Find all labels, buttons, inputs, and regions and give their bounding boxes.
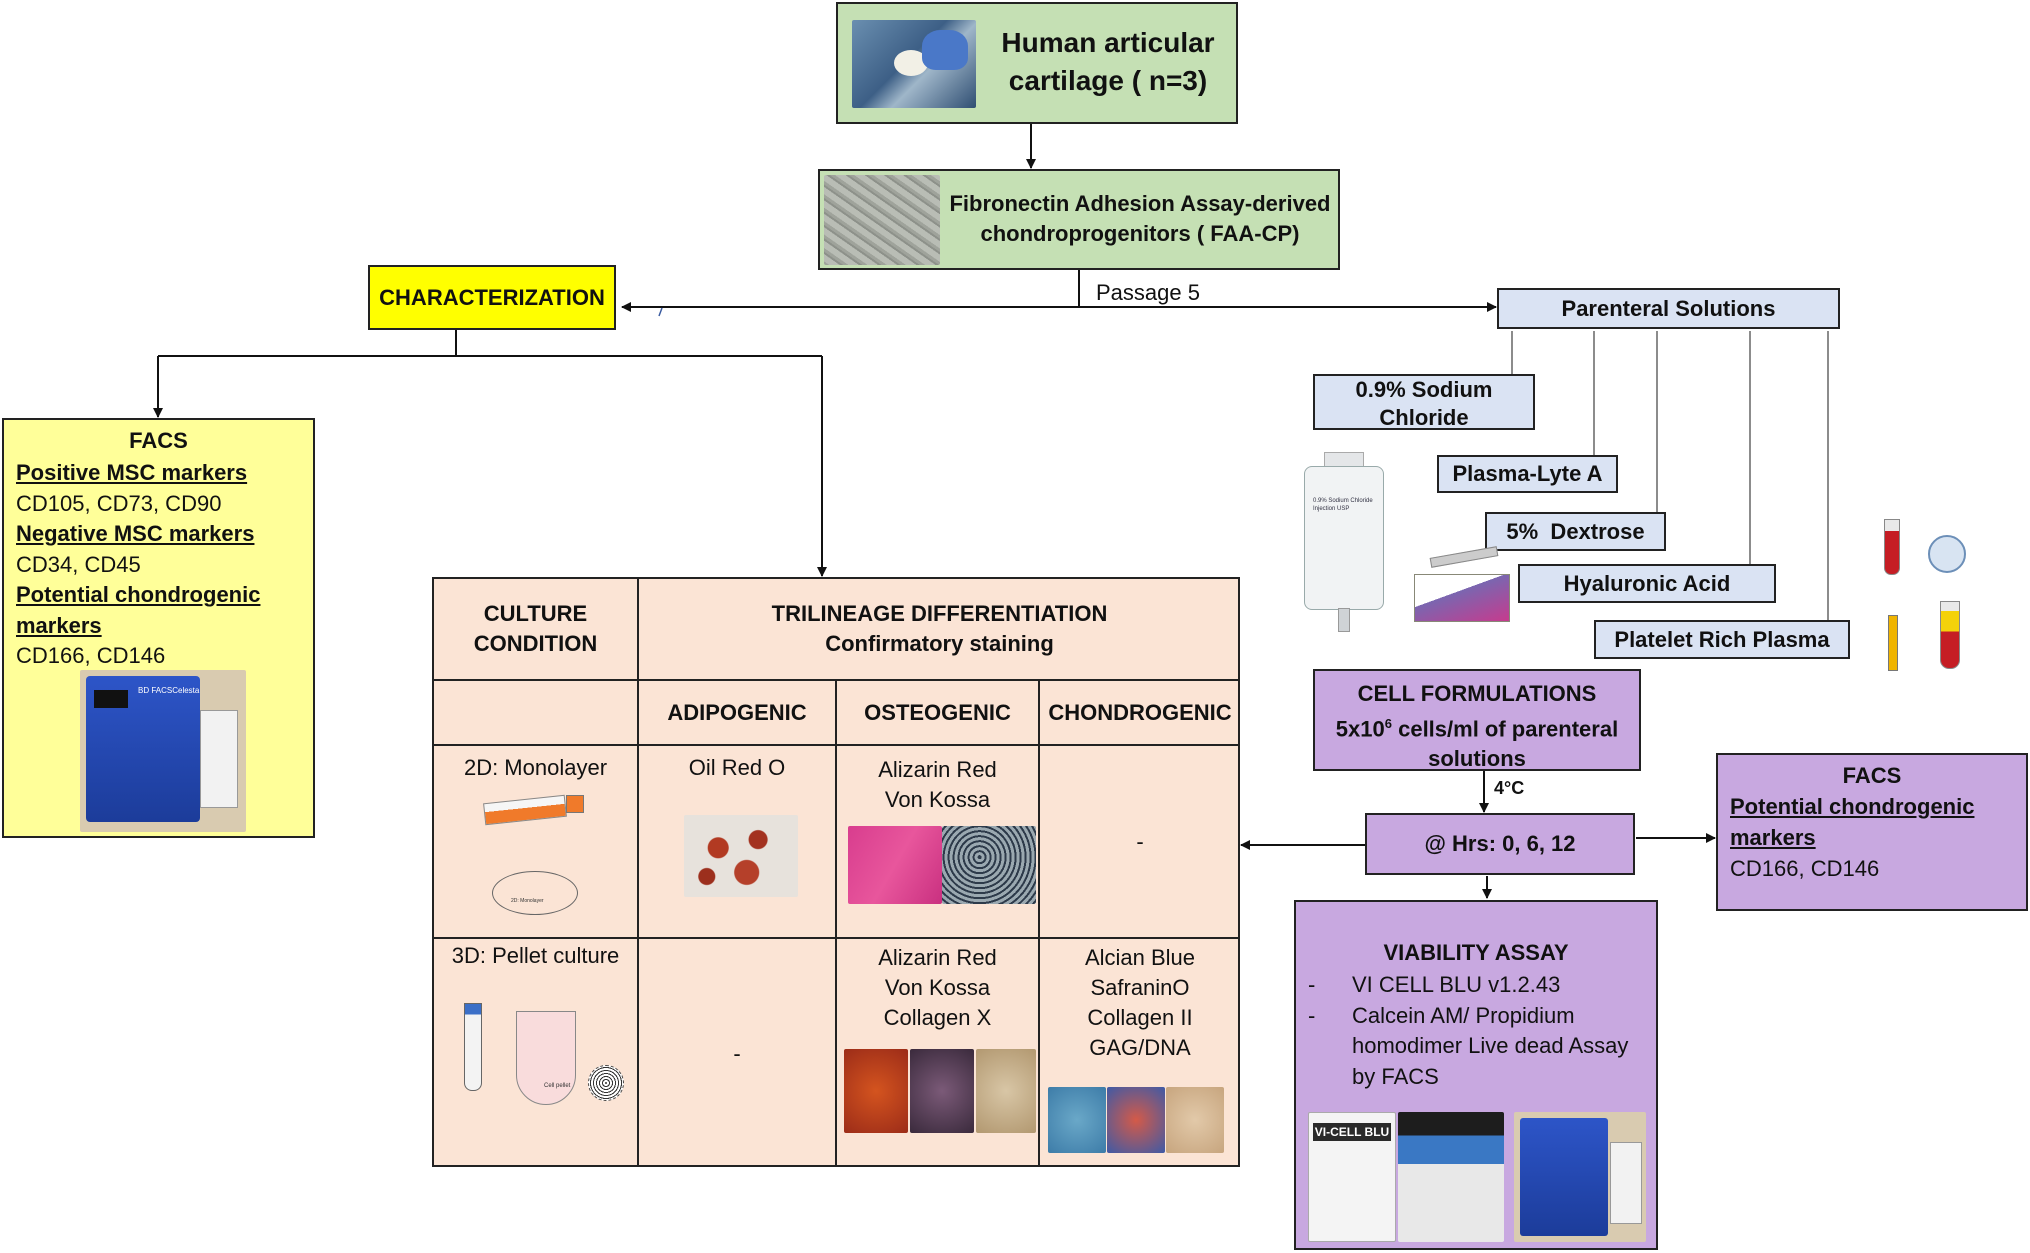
cell-form-unit: cells/ml of parenteral: [1391, 716, 1619, 742]
monolayer-illustration: 2D: Monolayer: [483, 794, 604, 915]
characterization-box: CHARACTERIZATION: [368, 265, 616, 330]
parenteral-item-prp: Platelet Rich Plasma: [1594, 620, 1850, 659]
stray-mark: [658, 307, 663, 317]
facs-right-box: FACS Potential chondrogenic markers CD16…: [1716, 753, 2028, 911]
prp-tubes-image: [1874, 515, 1974, 675]
faa-micrograph: [824, 175, 940, 265]
facs-left-pos-vals: CD105, CD73, CD90: [16, 490, 222, 516]
parenteral-title: Parenteral Solutions: [1561, 295, 1776, 321]
facs-left-pot-vals: CD166, CD146: [16, 643, 166, 668]
von-kossa-3d-image: [910, 1049, 974, 1133]
iv-bag-label: 0.9% Sodium Chloride Injection USP: [1313, 498, 1373, 512]
hours-box: @ Hrs: 0, 6, 12: [1365, 813, 1635, 875]
cell-form-exp: 6: [1384, 716, 1392, 731]
source-box: Human articular cartilage ( n=3): [836, 2, 1238, 124]
chondro-3d-stain-3: Collagen II: [1087, 1005, 1193, 1030]
trilineage-header: TRILINEAGE DIFFERENTIATION Confirmatory …: [771, 601, 1108, 656]
osteo-2d-stain-2: Von Kossa: [884, 787, 991, 812]
collagen-x-3d-image: [976, 1049, 1036, 1133]
passage-label: Passage 5: [1096, 280, 1200, 305]
tube-icon: [464, 1003, 482, 1091]
osteo-3d-stain-3: Collagen X: [883, 1005, 992, 1030]
oil-red-o-image: [684, 815, 798, 897]
facs-left-box: FACS Positive MSC markers CD105, CD73, C…: [2, 418, 315, 838]
chondro-2d-stain: -: [1136, 829, 1144, 854]
viability-item-1: -VI CELL BLU v1.2.43: [1308, 972, 1561, 997]
alizarin-red-2d-image: [848, 826, 942, 904]
faa-title-2: chondroprogenitors ( FAA-CP): [980, 221, 1300, 246]
facs-right-head-2: markers: [1730, 825, 1816, 850]
alcian-blue-image: [1048, 1087, 1106, 1153]
facs-left-neg-vals: CD34, CD45: [16, 551, 141, 577]
prp-tube-icon: [1940, 601, 1960, 669]
trilineage-table: CULTURE CONDITION TRILINEAGE DIFFERENTIA…: [432, 577, 1240, 1167]
centrifuge-icon: [1928, 535, 1966, 573]
osteo-2d-stain-1: Alizarin Red: [878, 757, 997, 782]
cell-form-conc: 5x10: [1335, 716, 1385, 742]
facs-left-pot-head-2: markers: [16, 612, 102, 638]
source-title-1: Human articular: [1001, 27, 1215, 58]
osteo-3d-stain-2: Von Kossa: [884, 975, 991, 1000]
cell-formulations-box: CELL FORMULATIONS 5x106 cells/ml of pare…: [1313, 669, 1641, 771]
temperature-label: 4°C: [1494, 778, 1525, 798]
adipo-2d-stain: Oil Red O: [688, 755, 786, 780]
facs-left-pos-head: Positive MSC markers: [16, 460, 248, 485]
viability-box: VIABILITY ASSAY -VI CELL BLU v1.2.43 -Ca…: [1294, 900, 1658, 1250]
faa-title-1: Fibronectin Adhesion Assay-derived: [949, 191, 1331, 216]
col-adipogenic: ADIPOGENIC: [667, 699, 807, 725]
facs-machine-label: BD FACSCelesta: [138, 686, 200, 695]
col-chondrogenic: CHONDROGENIC: [1048, 699, 1232, 725]
characterization-label: CHARACTERIZATION: [379, 284, 605, 310]
alizarin-red-3d-image: [844, 1049, 908, 1133]
cell-form-solutions: solutions: [1428, 746, 1526, 772]
pellet-illustration: Cell pellet: [464, 1003, 634, 1113]
glove-icon: [922, 30, 968, 70]
source-title-2: cartilage ( n=3): [1008, 65, 1208, 96]
parenteral-box: Parenteral Solutions: [1497, 288, 1840, 329]
blood-tube-icon: [1884, 519, 1900, 575]
collagen-ii-image: [1166, 1087, 1224, 1153]
col-osteogenic: OSTEOGENIC: [864, 699, 1011, 725]
facs-instrument-photo: [1514, 1112, 1646, 1242]
hours-label: @ Hrs: 0, 6, 12: [1424, 831, 1576, 856]
parenteral-item-hyaluronic: Hyaluronic Acid: [1518, 564, 1776, 603]
iv-bag-image: 0.9% Sodium Chloride Injection USP: [1300, 452, 1386, 642]
facs-left-pot-head-1: Potential chondrogenic: [16, 582, 261, 607]
syringe-image: [1410, 546, 1510, 622]
vicell-photo: VI-CELL BLU: [1308, 1112, 1396, 1242]
row-2d-label: 2D: Monolayer: [463, 755, 608, 780]
safranin-o-image: [1107, 1087, 1165, 1153]
facs-machine-image: BD FACSCelesta: [80, 670, 246, 832]
osteo-3d-stain-1: Alizarin Red: [878, 945, 997, 970]
facs-right-head-1: Potential chondrogenic: [1730, 794, 1975, 819]
syringe-icon: [1888, 615, 1898, 671]
facs-left-neg-head: Negative MSC markers: [16, 521, 255, 546]
chondro-3d-stain-4: GAG/DNA: [1089, 1035, 1191, 1060]
parenteral-item-plasmalyte: Plasma-Lyte A: [1437, 455, 1618, 493]
flask-icon: [483, 794, 567, 826]
von-kossa-2d-image: [942, 826, 1036, 904]
vicell-instrument-photo: [1398, 1112, 1504, 1242]
parenteral-item-dextrose: 5% Dextrose: [1485, 512, 1666, 551]
vicell-label: VI-CELL BLU: [1313, 1123, 1391, 1141]
cell-form-title: CELL FORMULATIONS: [1357, 681, 1597, 706]
faa-box: Fibronectin Adhesion Assay-derived chond…: [818, 169, 1340, 270]
chondro-3d-stain-2: SafraninO: [1090, 975, 1190, 1000]
facs-right-vals: CD166, CD146: [1730, 856, 1880, 881]
viability-item-2: -Calcein AM/ Propidium homodimer Live de…: [1308, 1002, 1629, 1089]
chondro-3d-stain-1: Alcian Blue: [1084, 945, 1196, 970]
facs-left-title: FACS: [129, 428, 188, 453]
cartilage-photo: [852, 20, 976, 108]
facs-right-title: FACS: [1842, 763, 1902, 788]
culture-condition-header: CULTURE CONDITION: [473, 601, 598, 656]
parenteral-item-nacl: 0.9% Sodium Chloride: [1313, 374, 1535, 430]
row-3d-label: 3D: Pellet culture: [451, 943, 620, 968]
parenteral-branches: [1511, 331, 1829, 620]
viability-title: VIABILITY ASSAY: [1383, 940, 1569, 965]
adipo-3d-stain: -: [733, 1041, 741, 1066]
